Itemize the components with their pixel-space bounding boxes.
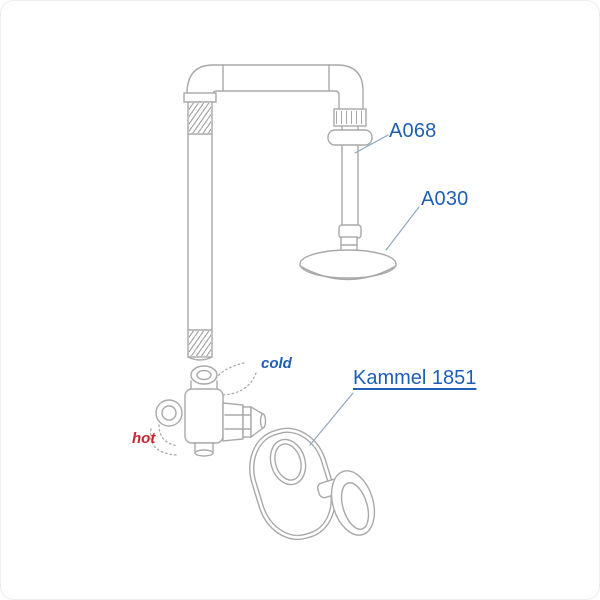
cold-inlet-bore xyxy=(196,369,212,381)
cold-flow-arc-1 xyxy=(222,372,257,396)
head-rim xyxy=(299,265,397,281)
cold-inlet-port xyxy=(190,365,218,385)
pipe-outer-contour xyxy=(212,64,364,112)
handle-ring-inner xyxy=(340,482,370,530)
head-disc xyxy=(299,249,397,279)
hot-inlet-bore xyxy=(161,405,177,421)
mixer-valve xyxy=(155,365,267,457)
cartridge-tip xyxy=(259,413,267,429)
pipe-inner-contour xyxy=(212,90,340,112)
valve-body xyxy=(184,388,224,444)
plate-hole-outer xyxy=(269,438,307,486)
ceiling-supply-pipe xyxy=(183,64,364,361)
label-hot: hot xyxy=(132,430,156,447)
hot-inlet-port xyxy=(155,399,183,427)
shower-arm xyxy=(327,108,373,239)
flow-direction-arcs xyxy=(149,362,257,456)
leader-lines xyxy=(309,134,420,446)
label-a030: A030 xyxy=(421,188,469,210)
lever-handle xyxy=(316,470,376,536)
cartridge-ring xyxy=(242,406,252,438)
hot-flow-arc-1 xyxy=(149,428,178,456)
plate-hole-inner xyxy=(274,443,302,481)
handle-ring-outer xyxy=(330,470,376,536)
pipe-collar xyxy=(183,92,217,103)
plate-rim xyxy=(253,431,332,537)
ceiling-flange xyxy=(327,129,373,146)
escutcheon-plate xyxy=(249,427,336,541)
pipe-end-arc xyxy=(187,356,213,361)
label-cold: cold xyxy=(261,355,292,372)
shower-head xyxy=(299,236,397,281)
label-mixer-model: Kammel 1851 xyxy=(353,367,477,389)
thread-hatch-bottom xyxy=(189,331,211,356)
hot-flow-arc-2 xyxy=(158,424,179,447)
cartridge-base xyxy=(222,402,244,442)
label-a068: A068 xyxy=(389,120,437,142)
leader-a030 xyxy=(385,206,420,251)
bottom-outlet-end xyxy=(194,449,214,457)
arm-end-fitting xyxy=(338,224,362,239)
leader-mixer-model xyxy=(309,392,354,446)
nut-knurl-hatch xyxy=(336,111,364,124)
riser-pipe xyxy=(187,101,213,358)
leader-a068 xyxy=(354,134,389,154)
cold-flow-arc-2 xyxy=(214,362,245,380)
thread-hatch-top xyxy=(189,103,211,133)
left-elbow-outer xyxy=(186,64,214,95)
